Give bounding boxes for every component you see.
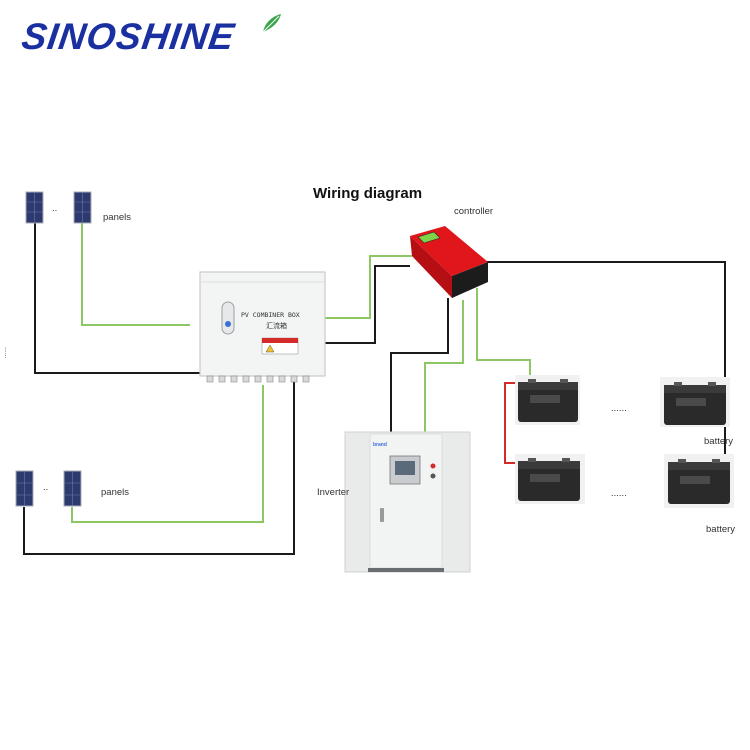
wire-top-panel-2-green bbox=[81, 222, 190, 326]
label-panels-bottom: panels bbox=[101, 487, 129, 498]
diagram-title: Wiring diagram bbox=[313, 185, 423, 202]
battery-1 bbox=[515, 375, 580, 425]
wire-top-panel-1-black bbox=[34, 222, 200, 374]
solar-panel-bottom-2 bbox=[63, 470, 82, 507]
leaf-icon bbox=[262, 14, 281, 33]
ellipsis-top-panels: .. bbox=[52, 203, 58, 214]
wire-controller-inverter-green bbox=[424, 300, 464, 434]
battery-3 bbox=[515, 454, 585, 504]
wire-combiner-controller-green bbox=[325, 255, 412, 319]
solar-panel-bottom-1 bbox=[15, 470, 34, 507]
inverter-brand-label: brand bbox=[373, 442, 387, 448]
battery-4 bbox=[664, 454, 734, 508]
label-panels-top: panels bbox=[103, 212, 131, 223]
wire-bottom-panel-2-green bbox=[71, 385, 264, 523]
ellipsis-side: ...... bbox=[3, 347, 10, 359]
pv-combiner-box bbox=[199, 271, 326, 383]
charge-controller bbox=[410, 226, 488, 298]
solar-panel-top-2 bbox=[73, 191, 92, 224]
label-battery-2: battery bbox=[706, 524, 736, 535]
ellipsis-batteries-top: ...... bbox=[611, 403, 627, 414]
ellipsis-batteries-bottom: ...... bbox=[611, 488, 627, 499]
label-battery-1: battery bbox=[704, 436, 734, 447]
label-inverter: Inverter bbox=[317, 487, 350, 498]
battery-2 bbox=[660, 377, 730, 427]
combiner-box-terminals bbox=[206, 375, 310, 383]
combiner-box-label-line2: 汇流箱 bbox=[266, 322, 287, 330]
wire-battery-chain-red bbox=[504, 382, 520, 464]
wire-controller-battery-black bbox=[487, 261, 726, 392]
wire-combiner-controller-black bbox=[325, 265, 410, 344]
ellipsis-bottom-panels: .. bbox=[43, 482, 49, 493]
wire-controller-battery-green bbox=[476, 288, 531, 382]
combiner-box-label-line1: PV COMBINER BOX bbox=[241, 311, 300, 319]
solar-panel-top-1 bbox=[25, 191, 44, 224]
inverter-cabinet bbox=[344, 431, 471, 573]
label-controller: controller bbox=[454, 206, 494, 217]
wire-bottom-panel-1-black bbox=[23, 378, 295, 555]
brand-logo: SINOSHINE bbox=[19, 12, 362, 62]
wire-controller-inverter-black bbox=[390, 298, 449, 434]
